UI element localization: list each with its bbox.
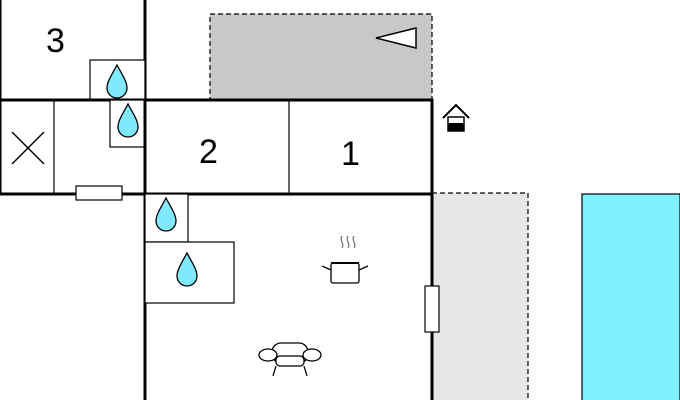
water-drop-icon (106, 63, 128, 99)
upper-terrace (209, 13, 433, 101)
water-drop-icon (176, 251, 198, 287)
water-drop-icon (155, 196, 177, 232)
cooking-pot-icon (321, 235, 369, 284)
radiator-icon (75, 185, 123, 201)
pool (581, 193, 680, 400)
room-3-label: 3 (46, 22, 65, 60)
house-entrance-icon (442, 103, 470, 132)
sofa-icon (258, 342, 322, 377)
radiator-icon (424, 285, 440, 333)
cross-icon (11, 131, 45, 165)
room-1-label: 1 (341, 135, 360, 173)
side-terrace (431, 192, 529, 400)
awning-icon (375, 27, 417, 49)
water-drop-icon (117, 102, 139, 138)
room-2-label: 2 (199, 133, 218, 171)
